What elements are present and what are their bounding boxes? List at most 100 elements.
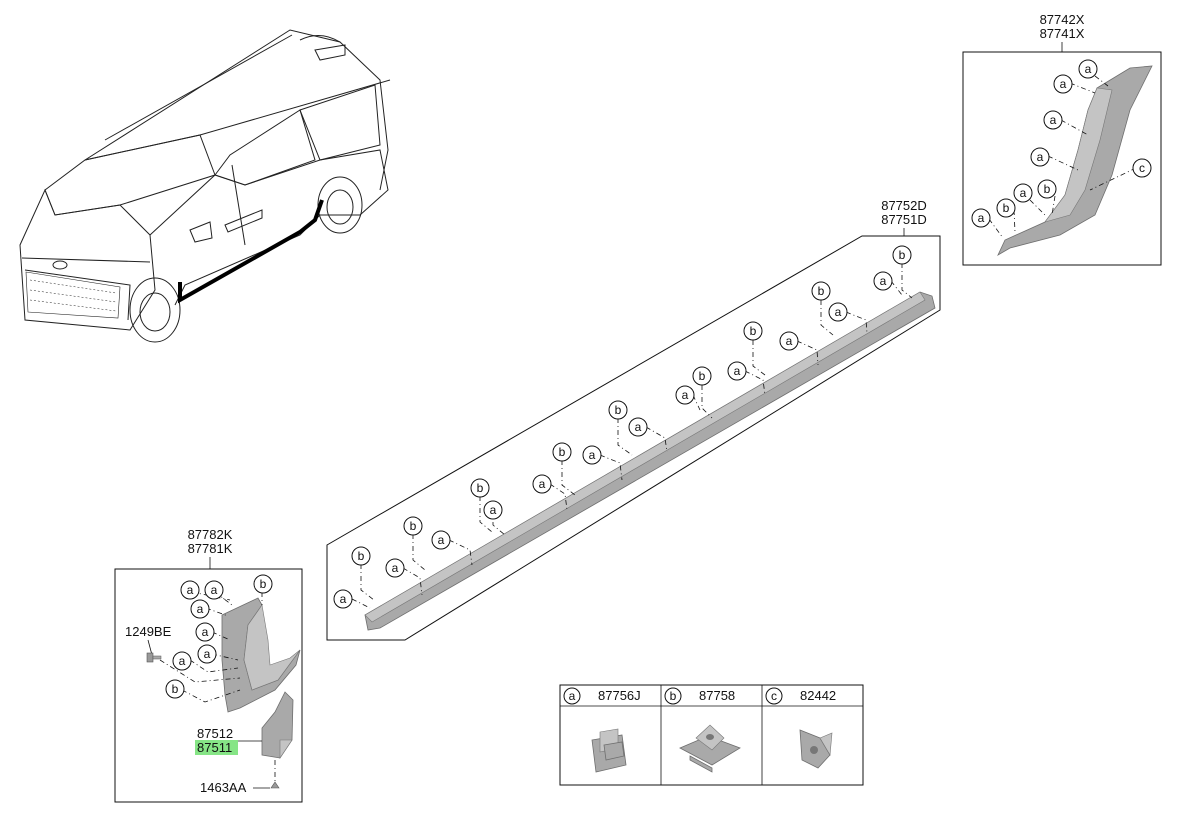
svg-text:a: a — [635, 420, 642, 434]
callout-a: a — [779, 331, 799, 351]
svg-text:b: b — [750, 324, 757, 338]
callout-b: b — [692, 366, 712, 386]
pillar-trim-group: 87742X 87741X a a a a c a b b a — [962, 12, 1162, 266]
svg-text:a: a — [211, 583, 218, 597]
svg-text:87758: 87758 — [699, 688, 735, 703]
svg-text:b: b — [1003, 201, 1010, 215]
screw-icon — [270, 781, 280, 789]
callout-a: a — [483, 500, 503, 520]
callout-a: a — [628, 417, 648, 437]
part-label-87742X: 87742X — [1040, 12, 1085, 27]
callout-b: b — [996, 198, 1016, 218]
svg-text:a: a — [880, 274, 887, 288]
svg-text:a: a — [682, 388, 689, 402]
callout-a: a — [828, 302, 848, 322]
callout-a: a — [431, 530, 451, 550]
callout-a: a — [197, 644, 217, 664]
part-label-1463AA: 1463AA — [200, 780, 247, 795]
svg-text:b: b — [699, 369, 706, 383]
legend-item-c: c 82442 — [765, 687, 836, 769]
callout-a: a — [385, 558, 405, 578]
callout-b: b — [552, 442, 572, 462]
clip-82442-icon — [799, 729, 833, 769]
svg-text:a: a — [179, 654, 186, 668]
clip-87756J-icon — [591, 728, 627, 773]
svg-text:b: b — [899, 248, 906, 262]
callout-a: a — [204, 580, 224, 600]
callout-a: a — [1013, 183, 1033, 203]
part-label-87752D: 87752D — [881, 198, 927, 213]
callout-b: b — [253, 574, 273, 594]
callout-a: a — [190, 599, 210, 619]
part-label-87511: 87511 — [197, 740, 232, 755]
callout-a: a — [727, 361, 747, 381]
callout-a: a — [971, 208, 991, 228]
callout-b: b — [351, 546, 371, 566]
svg-text:c: c — [1139, 161, 1145, 175]
callout-a: a — [333, 589, 353, 609]
grille — [25, 260, 121, 319]
svg-text:b: b — [410, 519, 417, 533]
legend-item-a: a 87756J — [563, 687, 641, 773]
part-label-1249BE: 1249BE — [125, 624, 172, 639]
svg-text:a: a — [438, 533, 445, 547]
callout-b: b — [608, 400, 628, 420]
svg-text:b: b — [477, 481, 484, 495]
svg-text:b: b — [559, 445, 566, 459]
callout-b: b — [1037, 179, 1057, 199]
side-sill-box — [326, 235, 941, 641]
svg-text:b: b — [260, 577, 267, 591]
svg-text:82442: 82442 — [800, 688, 836, 703]
callout-b: b — [743, 321, 763, 341]
svg-text:a: a — [734, 364, 741, 378]
svg-text:a: a — [1060, 77, 1067, 91]
svg-text:a: a — [187, 583, 194, 597]
svg-text:a: a — [490, 503, 497, 517]
callout-a: a — [1078, 59, 1098, 79]
callout-b: b — [403, 516, 423, 536]
svg-text:a: a — [1037, 150, 1044, 164]
svg-text:b: b — [818, 284, 825, 298]
highlight-87511 — [195, 740, 238, 755]
svg-text:b: b — [670, 689, 677, 703]
callout-b: b — [892, 245, 912, 265]
svg-text:b: b — [358, 549, 365, 563]
callout-a: a — [675, 385, 695, 405]
side-sill-group: 87752D 87751D — [326, 198, 941, 641]
svg-text:b: b — [172, 682, 179, 696]
svg-text:a: a — [1020, 186, 1027, 200]
callout-a: a — [1053, 74, 1073, 94]
svg-text:a: a — [204, 647, 211, 661]
legend-table: a 87756J b 87758 c 82442 — [559, 684, 864, 786]
callout-b: b — [811, 281, 831, 301]
callout-a: a — [180, 580, 200, 600]
callout-b: b — [470, 478, 490, 498]
callout-a: a — [873, 271, 893, 291]
svg-text:87756J: 87756J — [598, 688, 641, 703]
svg-text:a: a — [392, 561, 399, 575]
clip-87758-icon — [679, 724, 741, 773]
wheel-arch-group: 87782K 87781K a a b a a a a b 1249BE — [114, 527, 303, 803]
callout-a: a — [582, 445, 602, 465]
part-label-87782K: 87782K — [188, 527, 233, 542]
svg-text:a: a — [1050, 113, 1057, 127]
legend-item-b: b 87758 — [664, 687, 741, 773]
callout-a: a — [195, 622, 215, 642]
svg-text:b: b — [615, 403, 622, 417]
svg-text:a: a — [786, 334, 793, 348]
callout-a: a — [532, 474, 552, 494]
part-label-87741X: 87741X — [1040, 26, 1085, 41]
vehicle-illustration — [19, 29, 391, 343]
callout-c: c — [1132, 158, 1152, 178]
callout-a: a — [172, 651, 192, 671]
callout-b: b — [165, 679, 185, 699]
svg-text:a: a — [589, 448, 596, 462]
bolt-icon — [146, 652, 162, 663]
callout-a: a — [1030, 147, 1050, 167]
svg-text:a: a — [978, 211, 985, 225]
svg-text:a: a — [539, 477, 546, 491]
svg-text:a: a — [202, 625, 209, 639]
callout-a: a — [1043, 110, 1063, 130]
svg-text:c: c — [771, 689, 777, 703]
